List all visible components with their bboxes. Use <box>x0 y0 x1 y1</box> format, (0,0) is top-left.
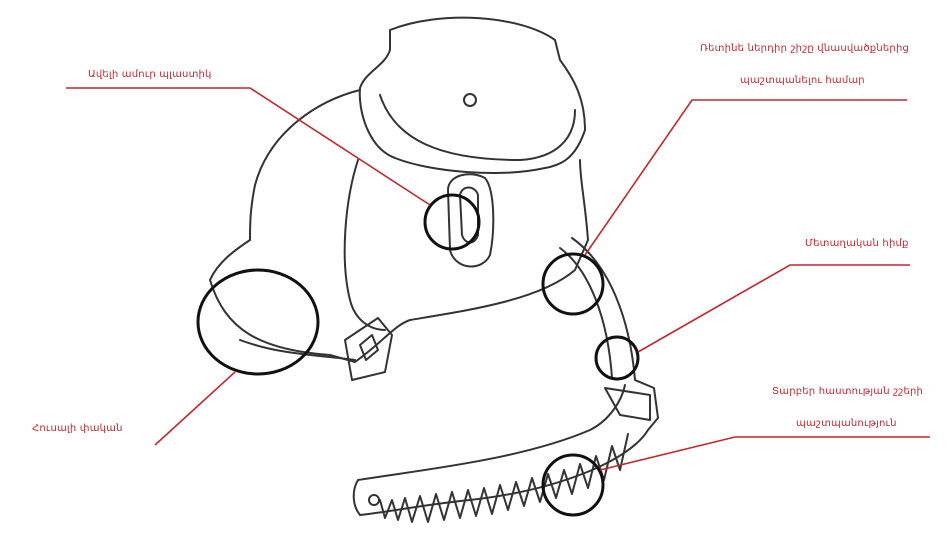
label-thickness-line1: Տարբեր հաստության շշերի <box>772 386 924 397</box>
callout-ring-thickness <box>541 453 605 517</box>
label-thickness-line2: պաշտպանություն <box>796 418 897 429</box>
callout-ring-rubber-insert <box>541 252 605 316</box>
body-inner-curve <box>343 159 386 331</box>
top-cap-outline <box>358 16 586 174</box>
label-spring-cap: Հուսալի փական <box>32 423 123 434</box>
leader-rubber-insert <box>584 99 907 256</box>
arm-outer <box>352 237 659 516</box>
arm-inner <box>559 247 613 379</box>
leader-metal-base <box>637 264 910 353</box>
label-rubber-insert-line1: Ռետինե ներդիր շիշը վնասվածքներից <box>700 43 910 54</box>
body-lower-edge <box>239 339 356 361</box>
label-rubber-insert-line2: պաշտպանելու համար <box>740 75 865 86</box>
callout-ring-spring-cap <box>196 268 320 376</box>
body-outline <box>209 89 589 363</box>
spring-cap-plate <box>344 317 393 381</box>
leader-thickness <box>599 436 930 471</box>
rack-end-hole <box>368 494 380 506</box>
leader-spring-cap <box>154 371 236 446</box>
top-cap-hole <box>463 93 477 107</box>
top-cap-inner <box>379 94 576 161</box>
label-stronger-plastic: Ավելի ամուր պլաստիկ <box>88 69 212 80</box>
rack-teeth <box>379 433 629 523</box>
lever-slot <box>447 173 495 268</box>
leader-stronger-plastic <box>66 87 431 206</box>
rack-tab <box>604 387 651 421</box>
callout-ring-metal-base <box>594 335 640 381</box>
bottle-opener-illustration <box>209 16 659 523</box>
lever-slot-inner <box>459 186 479 244</box>
spring-cap-mark <box>359 334 379 361</box>
label-metal-base: Մետաղական հիմք <box>805 238 909 249</box>
callout-ring-stronger-plastic <box>423 193 481 251</box>
